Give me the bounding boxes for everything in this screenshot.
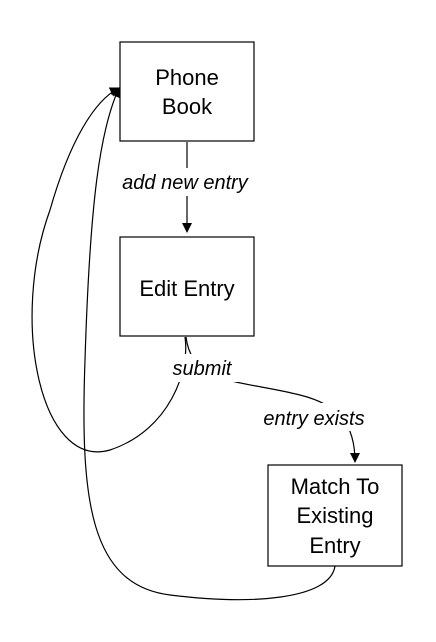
node-label-line: Phone bbox=[155, 65, 219, 90]
node-label-line: Edit Entry bbox=[139, 276, 234, 301]
node-box bbox=[267, 464, 403, 567]
edge-label-background bbox=[100, 168, 270, 196]
edge-label-background bbox=[158, 354, 248, 382]
node-label-line: Entry bbox=[309, 533, 360, 558]
edge-label-background bbox=[246, 403, 382, 431]
edge-label-add-new-entry: add new entry bbox=[122, 172, 249, 194]
node-edit-entry: Edit Entry bbox=[119, 236, 255, 337]
node-box bbox=[119, 236, 255, 337]
edge-submit-loop bbox=[31, 87, 187, 453]
edge-match-to-phone-book bbox=[83, 87, 336, 601]
node-label-line: Existing bbox=[296, 503, 373, 528]
node-label-line: Book bbox=[162, 94, 213, 119]
edge-label-entry-exists: entry exists bbox=[263, 408, 364, 430]
node-label-line: Match To bbox=[291, 474, 380, 499]
edge-label-submit: submit bbox=[173, 358, 233, 380]
node-box bbox=[119, 41, 255, 142]
node-phone-book: Phone Book bbox=[119, 41, 255, 142]
node-match-to-existing-entry: Match To Existing Entry bbox=[267, 464, 403, 567]
